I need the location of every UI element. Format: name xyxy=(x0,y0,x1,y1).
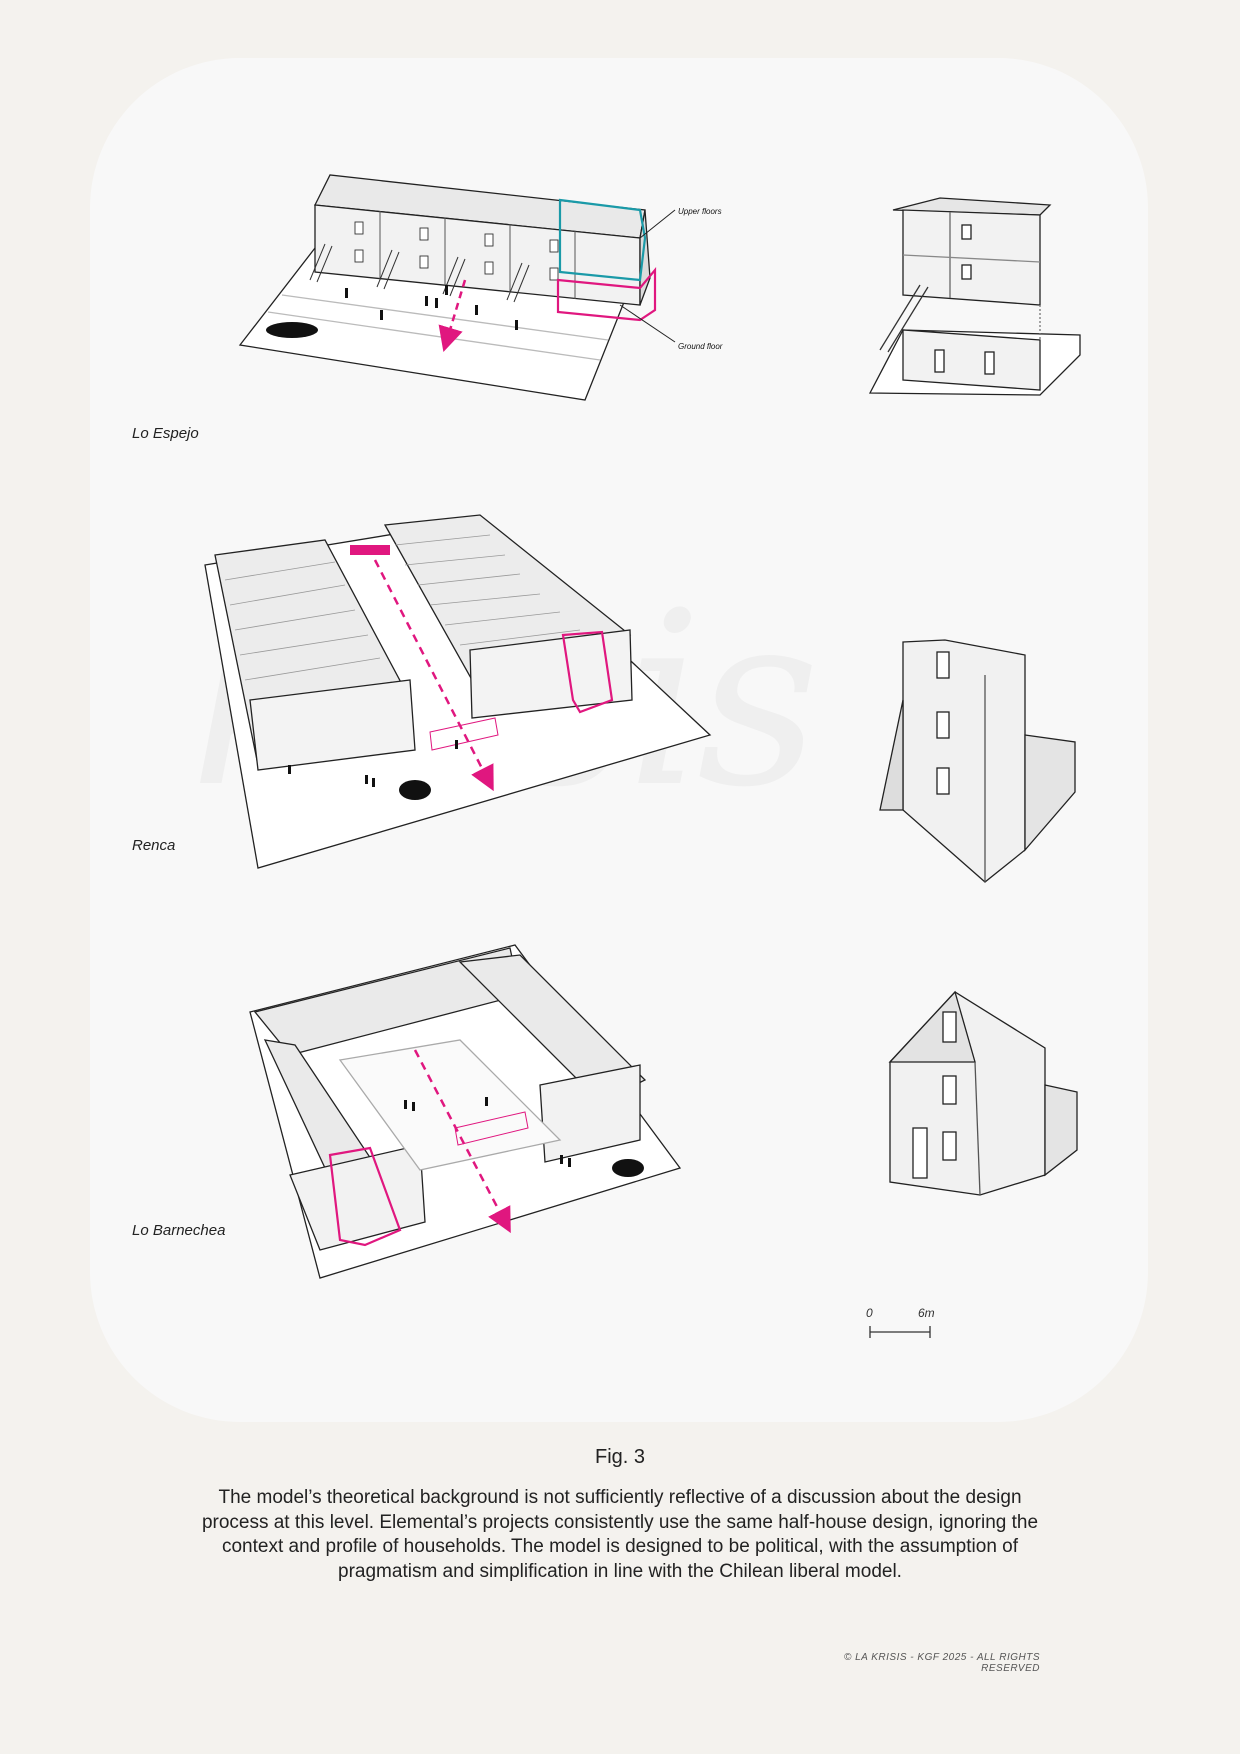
caption-title: Fig. 3 xyxy=(594,1446,646,1468)
caption-body: The model’s theoretical background is no… xyxy=(201,1487,1039,1582)
copyright-notice: © LA KRISIS - KGF 2025 - ALL RIGHTS RESE… xyxy=(843,1652,1040,1674)
renca-site-drawing xyxy=(204,514,712,869)
architectural-drawings xyxy=(204,174,1081,1338)
scale-start-label: 0 xyxy=(866,1306,873,1320)
scale-bar xyxy=(869,1326,931,1338)
renca-unit-drawing xyxy=(879,639,1076,883)
lo-barnechea-label: Lo Barnechea xyxy=(132,1222,226,1239)
renca-label: Renca xyxy=(132,837,176,854)
lo-espejo-label: Lo Espejo xyxy=(132,425,199,442)
ground-floor-label: Ground floor xyxy=(678,342,723,351)
upper-floors-label: Upper floors xyxy=(678,207,722,216)
lo-barnechea-unit-drawing xyxy=(888,990,1078,1196)
lo-barnechea-site-drawing xyxy=(249,944,682,1279)
lo-espejo-site-drawing xyxy=(238,174,676,401)
scale-end-label: 6m xyxy=(918,1306,935,1320)
lo-espejo-unit-drawing xyxy=(868,197,1081,396)
